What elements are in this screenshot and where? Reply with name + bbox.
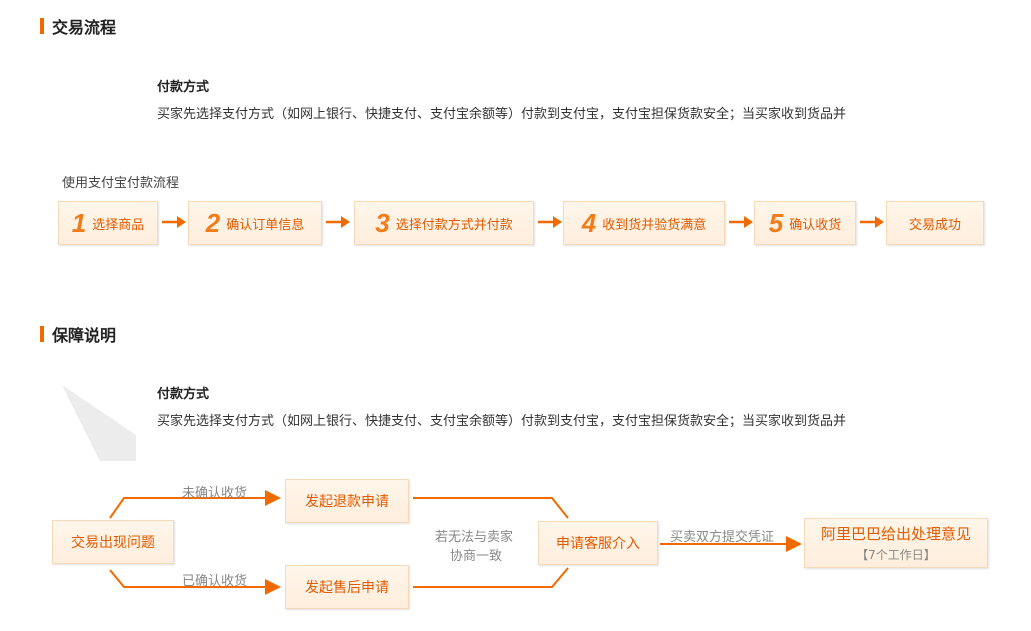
guarantee-payment-description: 买家先选择支付方式（如网上银行、快捷支付、支付宝余额等）付款到支付宝，支付宝担保… [157,414,847,429]
step-label: 确认收货 [789,217,842,233]
label-negotiate-line1: 若无法与卖家 [435,530,514,545]
box-label: 发起退款申请 [305,494,389,510]
step-1: 1 选择商品 [58,201,158,245]
box-sublabel: 【7个工作日】 [856,548,936,562]
step-label: 选择付款方式并付款 [395,217,513,233]
arrow-right-icon [538,216,562,228]
step-label: 确认订单信息 [226,217,305,233]
step-number: 5 [768,207,784,238]
section-marker [40,18,44,34]
box-label: 阿里巴巴给出处理意见 [820,525,971,543]
step-2: 2 确认订单信息 [188,201,322,245]
box-label: 发起售后申请 [305,580,389,596]
section-title-guarantee: 保障说明 [40,322,116,346]
section-title-text: 交易流程 [52,18,117,37]
step-3: 3 选择付款方式并付款 [354,201,534,245]
box-trade-problem: 交易出现问题 [52,520,174,564]
flow-label: 使用支付宝付款流程 [62,176,180,191]
step-5: 5 确认收货 [754,201,856,245]
section-title-trade-flow: 交易流程 [40,14,116,38]
step-label: 交易成功 [908,217,961,233]
arrow-right-icon [860,216,884,228]
label-unconfirmed: 未确认收货 [182,486,248,501]
step-label: 选择商品 [92,217,145,233]
section-title-text: 保障说明 [52,326,117,345]
arrow-right-icon [729,216,753,228]
label-evidence: 买卖双方提交凭证 [670,530,775,545]
section-marker [40,326,44,342]
label-confirmed: 已确认收货 [182,574,248,589]
step-6: 交易成功 [886,201,984,245]
step-4: 4 收到货并验货满意 [563,201,725,245]
box-customer-service: 申请客服介入 [538,521,658,565]
step-number: 2 [205,207,221,238]
box-refund-request: 发起退款申请 [285,479,409,523]
box-label: 交易出现问题 [71,535,155,551]
label-negotiate-line2: 协商一致 [450,549,503,564]
box-aftersale-request: 发起售后申请 [285,565,409,609]
guarantee-payment-title: 付款方式 [157,387,210,402]
arrow-right-icon [162,216,186,228]
box-alibaba-decision: 阿里巴巴给出处理意见 【7个工作日】 [804,518,988,568]
payment-title: 付款方式 [157,80,210,95]
step-number: 3 [375,207,390,238]
payment-description: 买家先选择支付方式（如网上银行、快捷支付、支付宝余额等）付款到支付宝，支付宝担保… [157,107,847,122]
step-number: 4 [581,207,597,238]
arrow-right-icon [326,216,350,228]
decorative-wedge [62,385,136,461]
box-label: 申请客服介入 [556,536,640,552]
step-number: 1 [71,207,87,238]
step-label: 收到货并验货满意 [602,217,707,233]
